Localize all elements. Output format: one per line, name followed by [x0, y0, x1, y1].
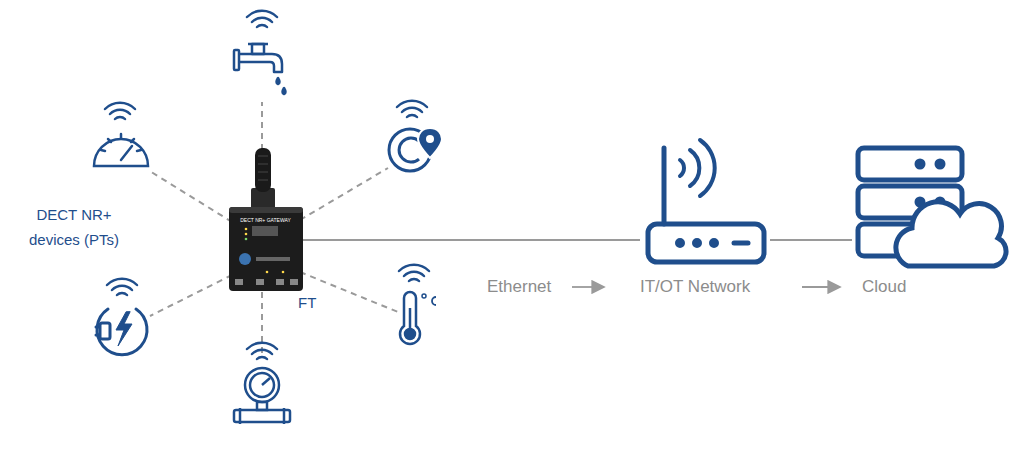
- ethernet-line: [770, 239, 852, 241]
- flow-arrow: [802, 286, 840, 288]
- faucet-icon: [234, 44, 286, 94]
- wifi-symbol: [399, 265, 429, 281]
- wifi-symbol: [247, 11, 277, 27]
- wifi-symbol: [105, 103, 135, 119]
- router-icon: [648, 140, 764, 262]
- ethernet-line: [303, 239, 640, 241]
- node-label: Cloud: [862, 277, 906, 297]
- flow-arrow: [572, 286, 604, 288]
- energy-icon: [96, 309, 147, 355]
- thermometer-icon: [400, 292, 436, 344]
- gateway-node: DECT NR+ GATEWAYFT: [228, 140, 303, 292]
- gauge-icon: [94, 134, 148, 166]
- gateway-device: [229, 148, 303, 291]
- link-label: Ethernet: [487, 277, 551, 297]
- wifi-symbol: [107, 279, 137, 295]
- device-group-label: DECT NR+ devices (PTs): [22, 202, 126, 252]
- server-cloud-icon: [858, 148, 1006, 266]
- node-label: IT/OT Network: [640, 277, 750, 297]
- pressure-gauge-icon: [234, 368, 290, 424]
- location-icon: [389, 128, 442, 171]
- network-node: IT/OT Network: [640, 140, 770, 265]
- wifi-symbol: [397, 101, 427, 117]
- device-print: DECT NR+ GATEWAY: [230, 217, 301, 223]
- node-label: FT: [298, 294, 316, 312]
- wifi-symbol: [247, 343, 277, 359]
- cloud-node: Cloud: [852, 140, 1008, 270]
- radio-links: [148, 102, 398, 358]
